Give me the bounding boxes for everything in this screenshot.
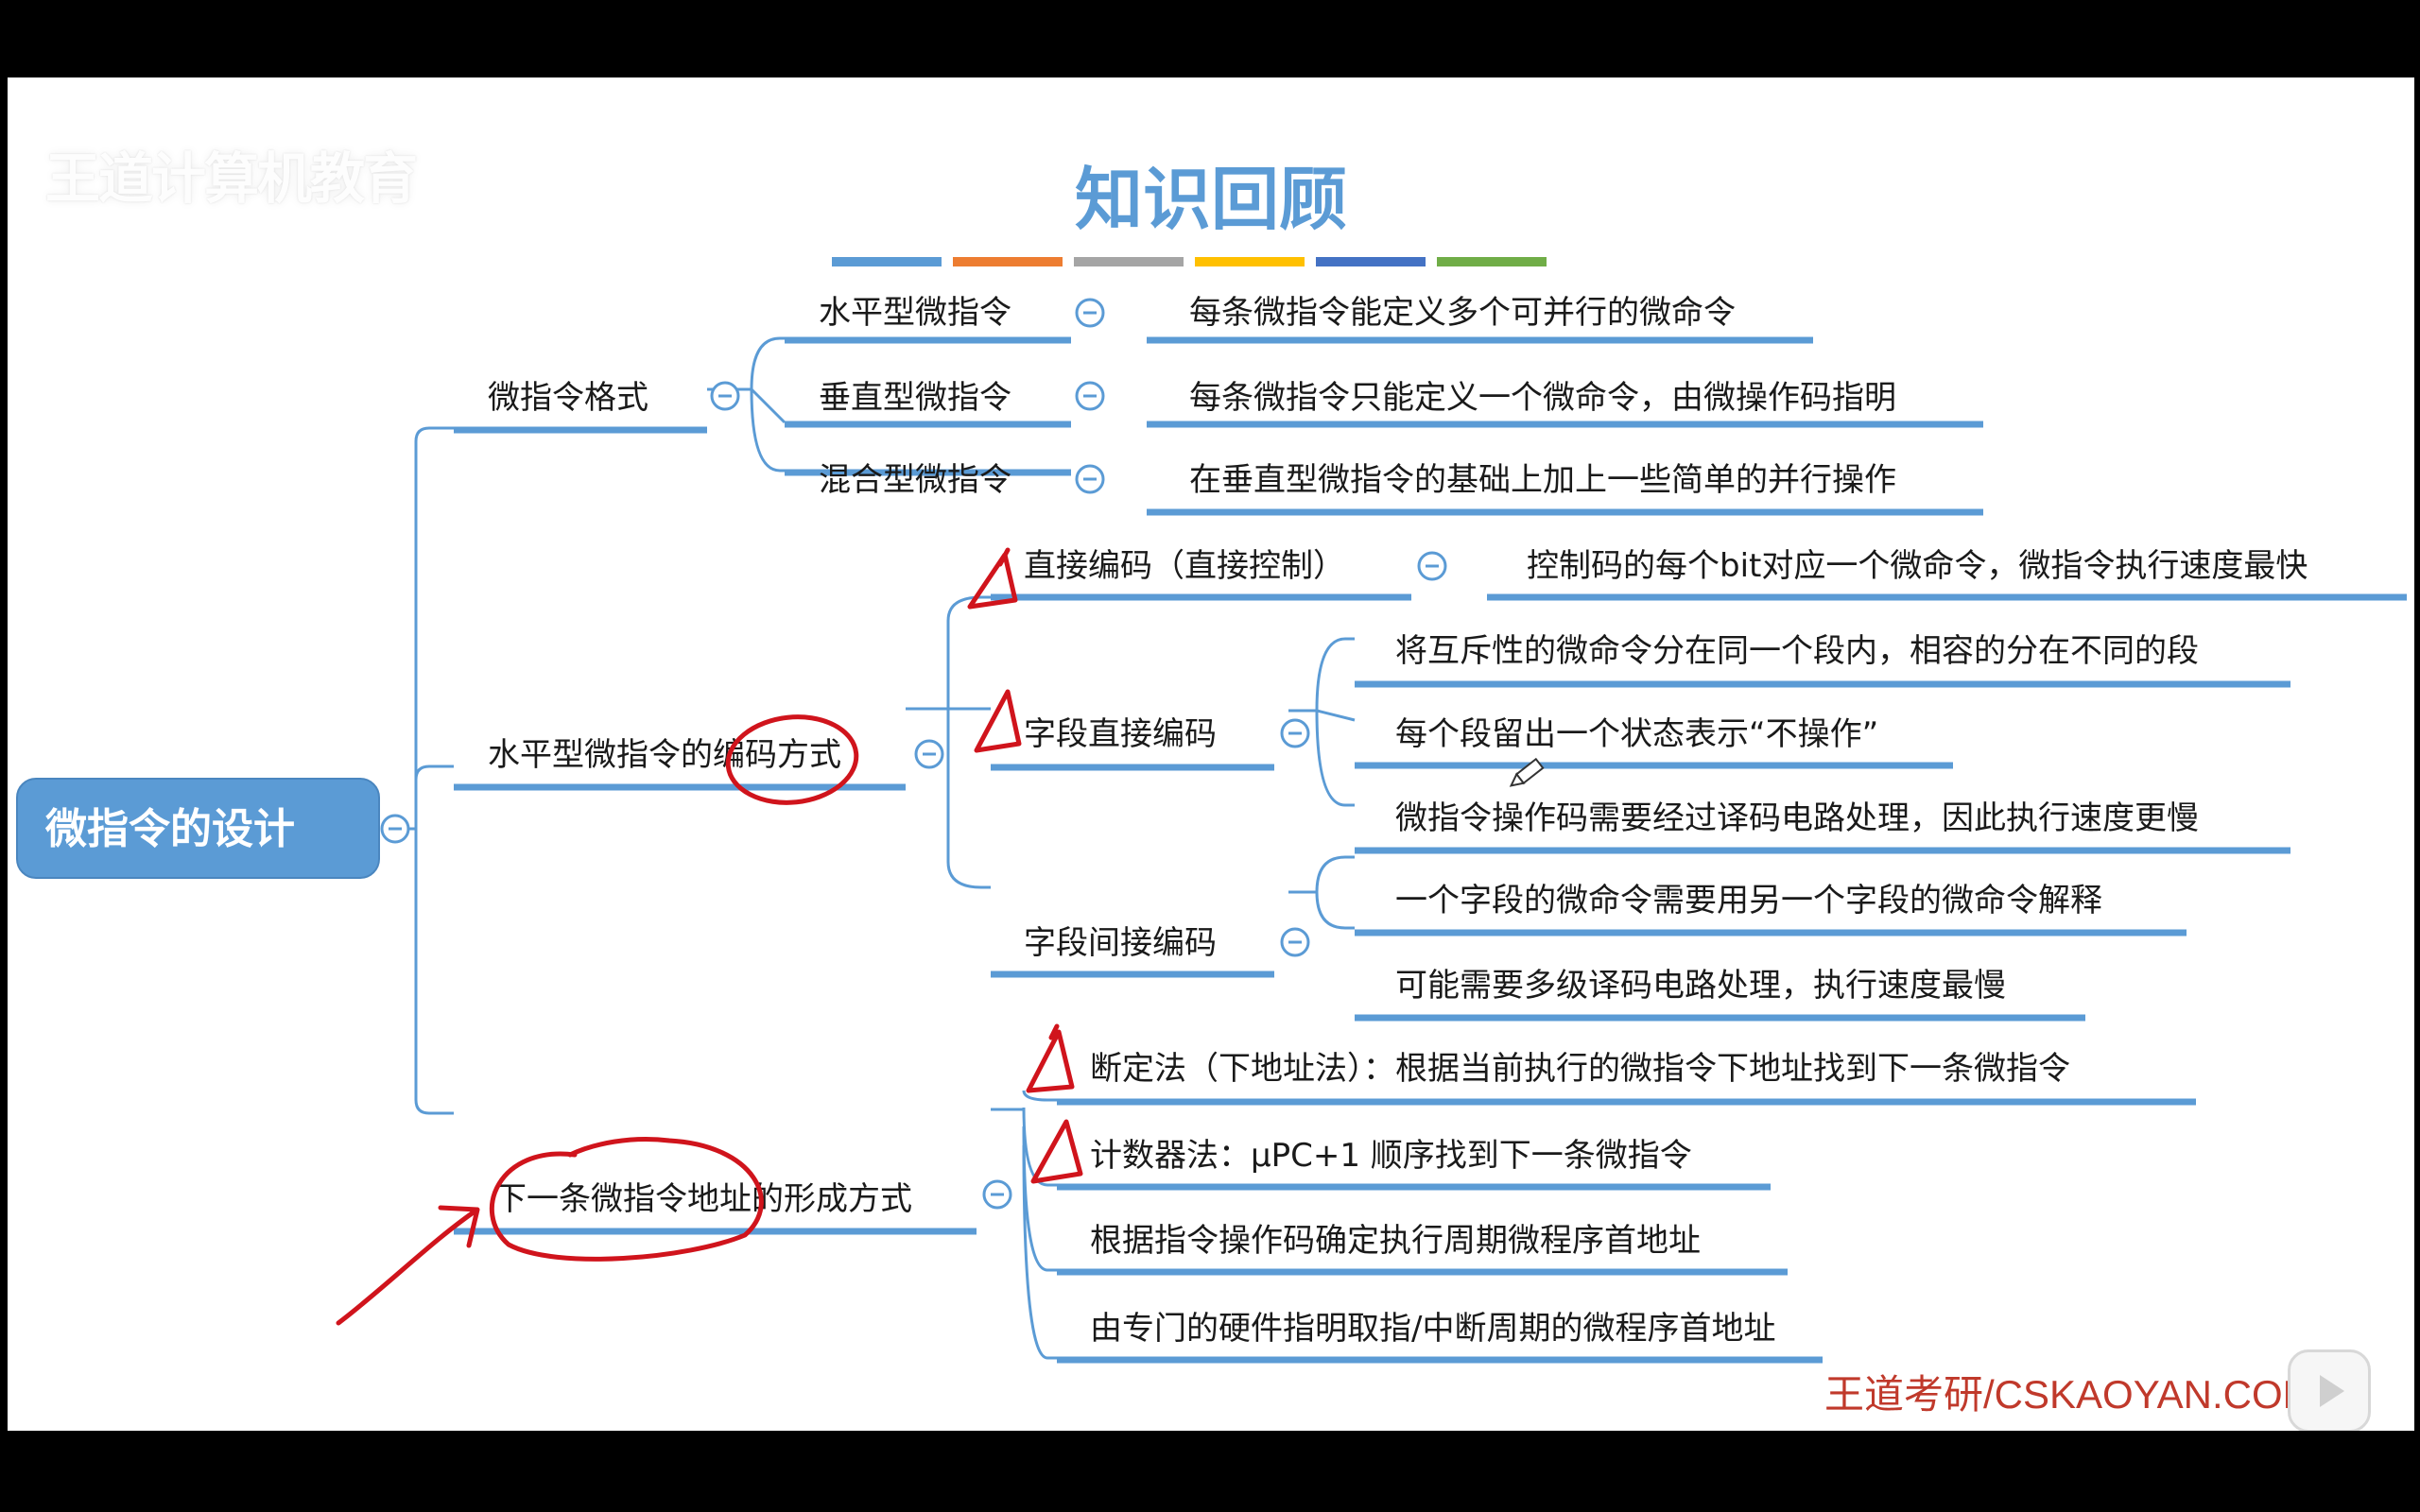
play-icon[interactable] <box>2288 1349 2371 1431</box>
credit-text: 王道考研/CSKAOYAN.COM <box>1824 1372 2316 1417</box>
node-desc: 一个字段的微命令需要用另一个字段的微命令解释 <box>1395 882 2102 919</box>
node-label: 根据指令操作码确定执行周期微程序首地址 <box>1090 1222 1701 1260</box>
branch-encoding-methods: 水平型微指令的编码方式 直接编码（直接控制） 控制码的每个bit对应一个微命令，… <box>454 547 2407 1022</box>
triangle-mark <box>967 547 1018 610</box>
branch-label: 水平型微指令的编码方式 <box>488 736 841 774</box>
node-desc: 将互斥性的微命令分在同一个段内，相容的分在不同的段 <box>1395 632 2199 670</box>
arrow-mark <box>336 1205 480 1326</box>
collapse-toggle[interactable] <box>710 381 740 411</box>
color-bar-segment <box>832 257 942 266</box>
circle-mark <box>725 714 859 805</box>
node-label: 由专门的硬件指明取指/中断周期的微程序首地址 <box>1090 1310 1775 1348</box>
circle-mark <box>490 1137 764 1262</box>
pen-annotations <box>336 547 1083 1326</box>
collapse-toggle[interactable] <box>1417 551 1447 581</box>
branch-microinstruction-format: 微指令格式 水平型微指令 每条微指令能定义多个可并行的微命令 垂直型微指令 每条… <box>454 294 1983 516</box>
node-desc: 控制码的每个bit对应一个微命令，微指令执行速度最快 <box>1527 547 2308 585</box>
collapse-toggle-root[interactable] <box>380 814 410 844</box>
slide: 王道计算机教育 知识回顾 <box>8 77 2414 1431</box>
collapse-toggle[interactable] <box>1075 464 1105 494</box>
triangle-mark <box>1026 1023 1075 1093</box>
node-label: 垂直型微指令 <box>819 379 1011 417</box>
node-desc: 每条微指令能定义多个可并行的微命令 <box>1189 294 1736 332</box>
node-label: 计数器法：μPC+1 顺序找到下一条微指令 <box>1090 1137 1692 1175</box>
color-bar-segment <box>1316 257 1426 266</box>
mind-map: 微指令的设计 微指令格式 水平型微指令 每条微指令能定义多个可并行的微命令 垂直… <box>16 294 2407 1364</box>
node-label: 字段直接编码 <box>1024 715 1217 753</box>
branch-label: 下一条微指令地址的形成方式 <box>494 1180 912 1218</box>
color-bar-segment <box>1195 257 1305 266</box>
root-label: 微指令的设计 <box>44 805 295 853</box>
node-desc: 每条微指令只能定义一个微命令，由微操作码指明 <box>1189 379 1896 417</box>
collapse-toggle[interactable] <box>1075 298 1105 328</box>
color-bar-segment <box>1074 257 1184 266</box>
color-bar-segment <box>1437 257 1547 266</box>
collapse-toggle[interactable] <box>1075 381 1105 411</box>
node-desc: 可能需要多级译码电路处理，执行速度最慢 <box>1395 967 2006 1005</box>
collapse-toggle[interactable] <box>914 739 944 769</box>
triangle-mark <box>1030 1119 1083 1184</box>
node-desc: 微指令操作码需要经过译码电路处理，因此执行速度更慢 <box>1395 799 2199 837</box>
node-label: 字段间接编码 <box>1024 924 1217 962</box>
triangle-mark <box>974 689 1022 753</box>
color-bar <box>832 257 1547 266</box>
watermark: 王道计算机教育 <box>45 146 418 211</box>
node-label: 混合型微指令 <box>819 461 1011 499</box>
color-bar-segment <box>953 257 1063 266</box>
node-label: 水平型微指令 <box>819 294 1011 332</box>
branch-next-address: 下一条微指令地址的形成方式 断定法（下地址法）：根据当前执行的微指令下地址找到下… <box>454 1050 2196 1364</box>
collapse-toggle[interactable] <box>1280 718 1310 748</box>
node-desc: 在垂直型微指令的基础上加上一些简单的并行操作 <box>1189 461 1896 499</box>
node-desc: 每个段留出一个状态表示“不操作” <box>1395 715 1878 753</box>
page-title: 知识回顾 <box>1074 159 1347 239</box>
collapse-toggle[interactable] <box>982 1179 1012 1210</box>
collapse-toggle[interactable] <box>1280 927 1310 957</box>
branch-label: 微指令格式 <box>488 379 648 417</box>
node-label: 断定法（下地址法）：根据当前执行的微指令下地址找到下一条微指令 <box>1090 1050 2070 1088</box>
pen-cursor-icon <box>1509 757 1545 787</box>
root-node: 微指令的设计 <box>16 778 380 879</box>
node-label: 直接编码（直接控制） <box>1024 547 1345 585</box>
